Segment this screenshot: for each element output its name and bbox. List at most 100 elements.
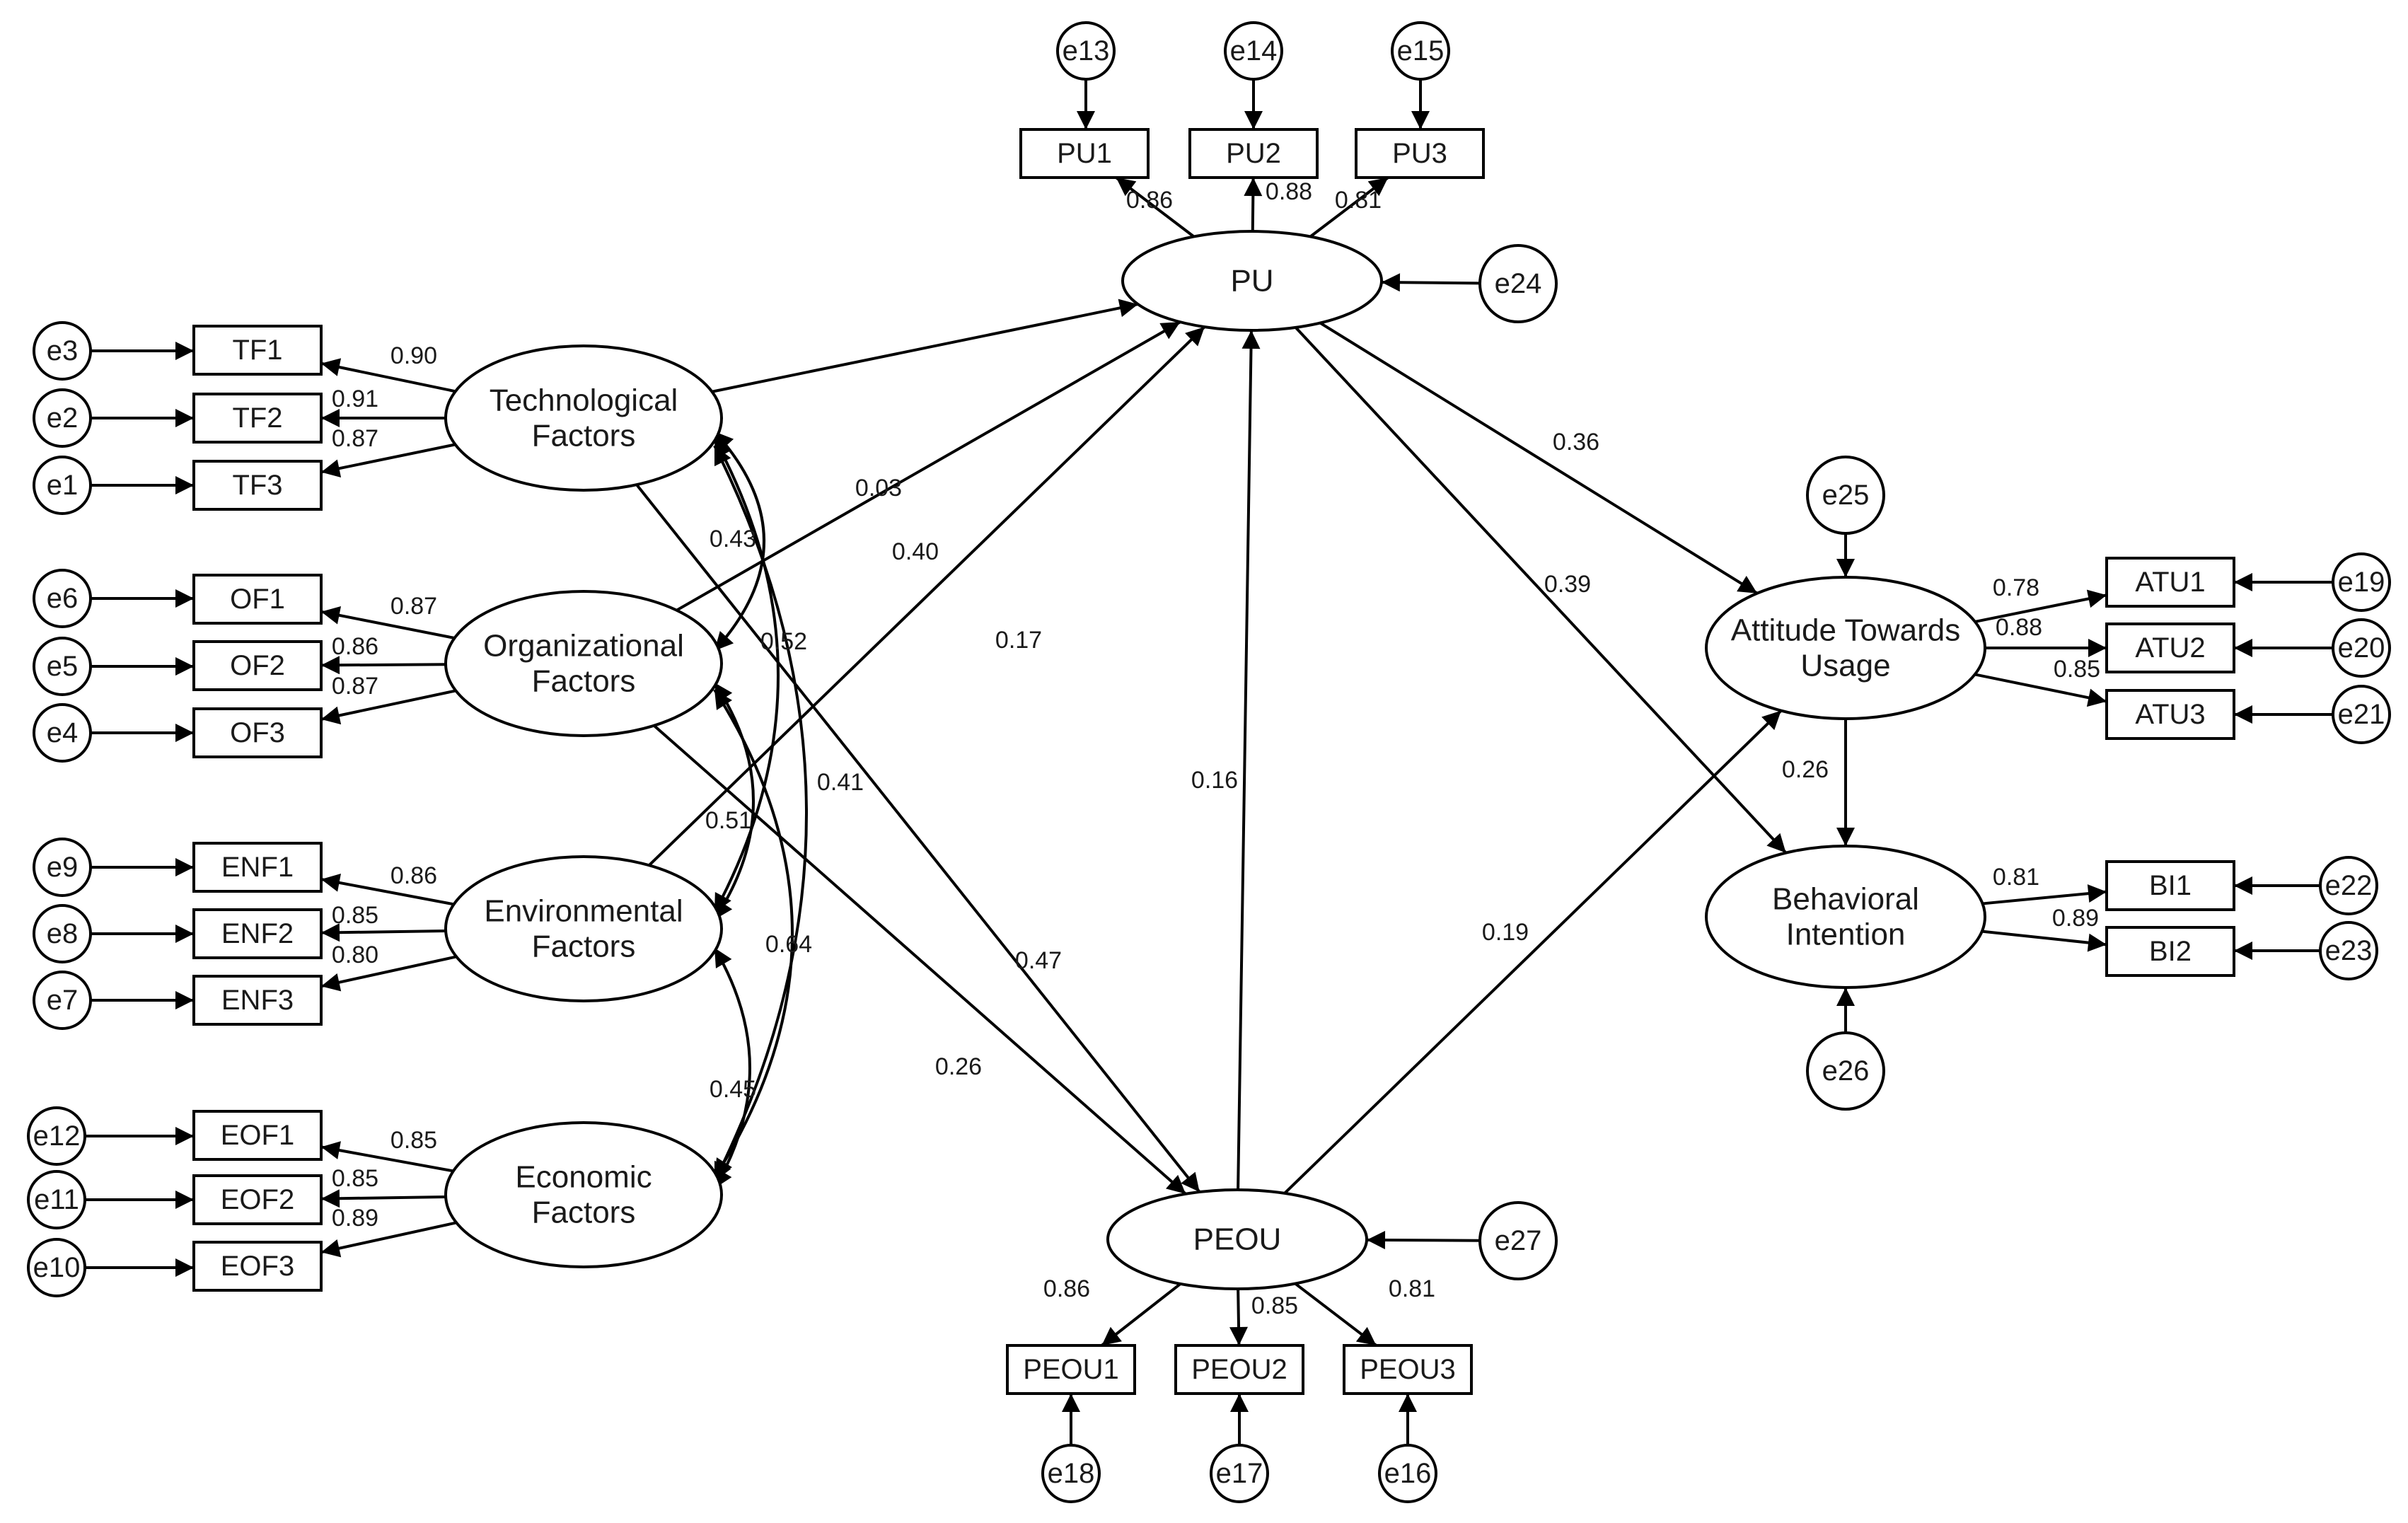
path-peou-to-atu xyxy=(1283,710,1783,1195)
path-atu-bi-coef: 0.26 xyxy=(1782,756,1829,783)
disturbance-arrow-e27 xyxy=(1366,1231,1481,1250)
latent-pu-ellipse xyxy=(1121,230,1383,332)
path-of-pu-coef: 0.40 xyxy=(892,538,939,565)
disturbance-e24-circle xyxy=(1478,244,1558,323)
error-e22-label: e22 xyxy=(2325,870,2373,901)
disturbance-e26-circle xyxy=(1806,1031,1885,1111)
error-e22-circle xyxy=(2319,856,2378,915)
loading-OF2-value: 0.86 xyxy=(332,633,378,660)
covariance-tf-enf xyxy=(713,438,780,913)
error-e5-label: e5 xyxy=(47,651,79,682)
loading-BI1-value: 0.81 xyxy=(1993,864,2039,891)
indicator-ENF1-label: ENF1 xyxy=(221,852,294,883)
loading-OF1-value: 0.87 xyxy=(390,593,437,620)
latent-pu-label: PU xyxy=(1230,264,1273,299)
loading-arrow-ATU3 xyxy=(1974,673,2107,707)
path-pu-to-atu xyxy=(1319,321,1759,595)
latent-tf-label: Factors xyxy=(532,419,636,453)
indicator-PU3-box xyxy=(1355,128,1485,179)
error-e4-label: e4 xyxy=(47,717,79,748)
loading-arrow-PEOU2 xyxy=(1229,1288,1249,1346)
latent-eof-label: Economic xyxy=(515,1160,652,1195)
indicator-ATU2-box xyxy=(2105,622,2235,673)
loading-EOF2-value: 0.85 xyxy=(332,1165,378,1192)
latent-eof-label: Factors xyxy=(532,1195,636,1230)
indicator-ATU3-label: ATU3 xyxy=(2135,699,2205,730)
path-peou-atu-coef: 0.19 xyxy=(1482,919,1529,946)
path-tf-to-pu xyxy=(712,299,1139,393)
error-e3-label: e3 xyxy=(47,335,79,366)
path-of-peou-coef: 0.26 xyxy=(935,1053,982,1080)
indicator-EOF3-box xyxy=(192,1241,323,1292)
path-enf-to-pu xyxy=(648,325,1206,867)
indicator-TF1-label: TF1 xyxy=(232,335,282,366)
indicator-PEOU1-label: PEOU1 xyxy=(1023,1354,1119,1385)
covariance-of-eof-coef: 0.64 xyxy=(765,931,812,958)
disturbance-e26-label: e26 xyxy=(1822,1055,1870,1087)
error-e21-label: e21 xyxy=(2338,699,2385,730)
error-e10-label: e10 xyxy=(33,1252,81,1283)
disturbance-e27-label: e27 xyxy=(1495,1225,1542,1256)
disturbance-e24-label: e24 xyxy=(1495,268,1542,299)
error-e19-circle xyxy=(2332,552,2391,612)
latent-tf-ellipse xyxy=(444,344,723,492)
error-e11-circle xyxy=(27,1170,86,1229)
indicator-OF1-label: OF1 xyxy=(230,584,285,615)
path-tf-peou-coef: 0.47 xyxy=(1015,947,1062,974)
indicator-BI1-label: BI1 xyxy=(2149,870,2192,901)
loading-PEOU1-value: 0.86 xyxy=(1043,1275,1090,1302)
loading-arrow-TF1 xyxy=(320,358,456,393)
error-e15-label: e15 xyxy=(1397,35,1445,66)
error-e14-label: e14 xyxy=(1230,35,1278,66)
error-e17-circle xyxy=(1210,1444,1269,1503)
latent-bi-label: Behavioral xyxy=(1772,882,1919,917)
indicator-OF1-box xyxy=(192,574,323,625)
latent-of-label: Factors xyxy=(532,664,636,699)
indicator-PEOU2-box xyxy=(1174,1344,1304,1395)
path-of-to-pu xyxy=(676,320,1181,612)
indicator-ATU2-label: ATU2 xyxy=(2135,632,2205,664)
indicator-TF3-box xyxy=(192,460,323,511)
path-of-to-peou xyxy=(653,724,1187,1195)
indicator-ENF2-box xyxy=(192,908,323,959)
path-enf-pu-coef: 0.17 xyxy=(995,627,1042,654)
loading-ENF1-value: 0.86 xyxy=(390,862,437,889)
indicator-TF2-label: TF2 xyxy=(232,403,282,434)
covariance-tf-of-coef: 0.43 xyxy=(710,526,756,552)
path-pu-to-bi xyxy=(1295,326,1788,854)
error-e8-circle xyxy=(33,904,92,963)
loading-BI2-value: 0.89 xyxy=(2052,905,2099,932)
latent-atu-label: Attitude Towards xyxy=(1731,613,1960,648)
indicator-OF3-box xyxy=(192,707,323,758)
error-e10-circle xyxy=(27,1238,86,1297)
latent-enf-label: Environmental xyxy=(484,894,683,929)
loading-ENF3-value: 0.80 xyxy=(332,942,378,968)
path-pu-bi-coef: 0.39 xyxy=(1544,571,1591,598)
disturbance-e25-label: e25 xyxy=(1822,480,1870,511)
latent-enf-ellipse xyxy=(444,855,723,1002)
error-e16-label: e16 xyxy=(1384,1458,1432,1489)
indicator-BI2-label: BI2 xyxy=(2149,936,2192,967)
error-e15-circle xyxy=(1391,21,1450,81)
loading-ATU3-value: 0.85 xyxy=(2054,656,2100,683)
indicator-PEOU1-box xyxy=(1006,1344,1136,1395)
error-e11-label: e11 xyxy=(34,1184,79,1215)
latent-peou-ellipse xyxy=(1106,1188,1368,1290)
covariance-of-eof xyxy=(713,688,794,1179)
latent-peou-label: PEOU xyxy=(1193,1222,1282,1257)
loading-ATU2-value: 0.88 xyxy=(1996,614,2042,641)
path-tf-pu-coef: 0.03 xyxy=(855,475,902,502)
error-e23-label: e23 xyxy=(2325,935,2373,966)
error-e18-circle xyxy=(1041,1444,1101,1503)
loading-ENF2-value: 0.85 xyxy=(332,902,378,929)
loading-PEOU3-value: 0.81 xyxy=(1389,1275,1435,1302)
loading-arrow-PEOU3 xyxy=(1294,1282,1377,1347)
loading-arrow-BI2 xyxy=(1981,930,2107,952)
indicator-OF2-box xyxy=(192,640,323,691)
error-e13-label: e13 xyxy=(1063,35,1110,66)
indicator-ENF1-box xyxy=(192,842,323,893)
indicator-EOF1-label: EOF1 xyxy=(221,1120,294,1151)
loading-arrow-BI1 xyxy=(1982,884,2107,905)
indicator-EOF3-label: EOF3 xyxy=(221,1251,294,1282)
loading-arrow-PU3 xyxy=(1309,176,1389,238)
